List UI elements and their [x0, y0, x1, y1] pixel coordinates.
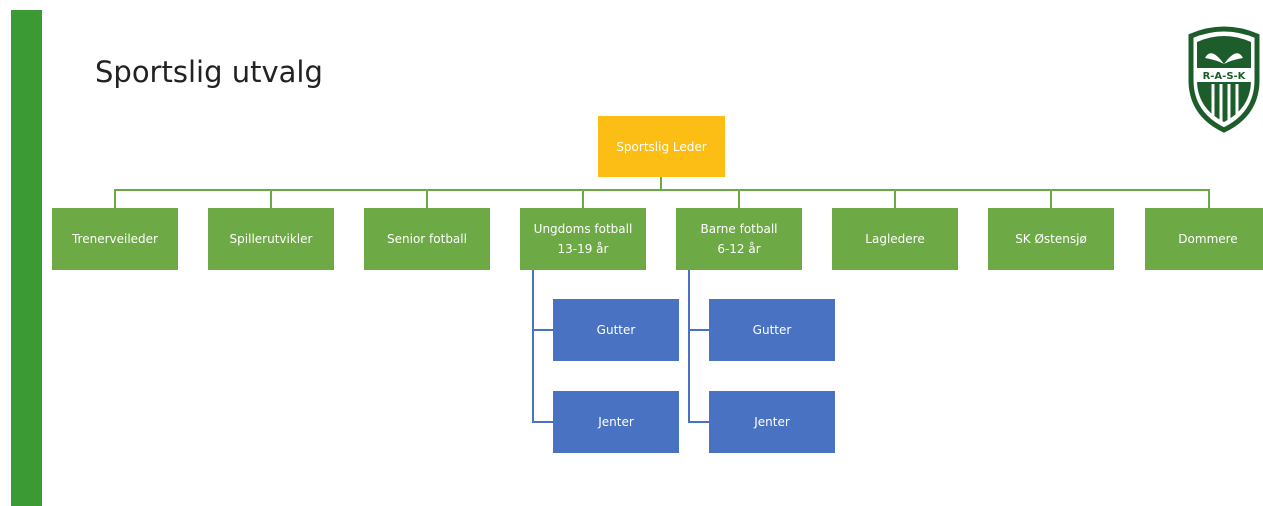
node-label: Ungdoms fotball	[533, 222, 633, 236]
logo-text: R-A-S-K	[1203, 71, 1247, 82]
connector-6	[894, 189, 896, 208]
connector-7	[1050, 189, 1052, 208]
node-label: Lagledere	[865, 232, 925, 246]
node-label: Barne fotball	[700, 222, 778, 236]
node-senior-fotball: Senior fotball	[364, 208, 490, 270]
node-leader: Sportslig Leder	[598, 116, 725, 177]
node-label: SK Østensjø	[1015, 232, 1087, 246]
node-label: Dommere	[1178, 232, 1238, 246]
node-lagledere: Lagledere	[832, 208, 958, 270]
connector-2	[270, 189, 272, 208]
accent-bar	[11, 10, 42, 506]
club-crest-icon: R-A-S-K	[1188, 26, 1260, 133]
node-label: Jenter	[598, 415, 634, 429]
slide-title: Sportslig utvalg	[95, 55, 323, 89]
connector-barne-vertical	[688, 270, 690, 422]
node-label: Spillerutvikler	[229, 232, 313, 246]
node-label: Gutter	[596, 323, 636, 337]
node-label: Jenter	[754, 415, 790, 429]
connector-1	[114, 189, 116, 208]
node-barne-gutter: Gutter	[709, 299, 835, 361]
node-sublabel: 6-12 år	[717, 242, 761, 256]
node-sk-ostensjo: SK Østensjø	[988, 208, 1114, 270]
node-dommere: Dommere	[1145, 208, 1263, 270]
node-ungdom-gutter: Gutter	[553, 299, 679, 361]
connector-ungdom-vertical	[532, 270, 534, 422]
connector-ungdom-gutter	[532, 329, 554, 331]
connector-ungdom-jenter	[532, 421, 554, 423]
connector-barne-gutter	[688, 329, 710, 331]
node-barne-fotball: Barne fotball 6-12 år	[676, 208, 802, 270]
connector-horizontal	[114, 189, 1210, 191]
node-label: Senior fotball	[387, 232, 467, 246]
connector-3	[426, 189, 428, 208]
node-ungdom-jenter: Jenter	[553, 391, 679, 453]
node-sublabel: 13-19 år	[557, 242, 609, 256]
connector-barne-jenter	[688, 421, 710, 423]
node-barne-jenter: Jenter	[709, 391, 835, 453]
node-ungdoms-fotball: Ungdoms fotball 13-19 år	[520, 208, 646, 270]
node-spillerutvikler: Spillerutvikler	[208, 208, 334, 270]
connector-5	[738, 189, 740, 208]
connector-8	[1208, 189, 1210, 208]
connector-4	[582, 189, 584, 208]
node-trenerveileder: Trenerveileder	[52, 208, 178, 270]
node-label: Trenerveileder	[71, 232, 158, 246]
node-leader-label: Sportslig Leder	[616, 139, 707, 154]
node-label: Gutter	[752, 323, 792, 337]
connector-leader	[660, 177, 662, 190]
